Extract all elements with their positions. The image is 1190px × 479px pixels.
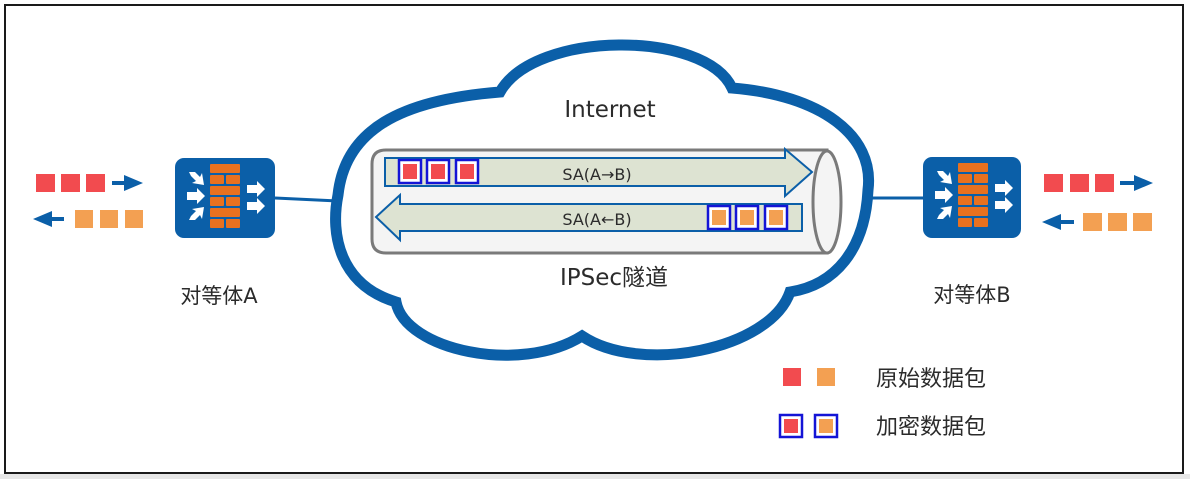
- original-packet: [1095, 174, 1114, 192]
- cloud-label: Internet: [564, 97, 655, 123]
- arrow-right-icon: [112, 175, 143, 191]
- original-packet: [100, 210, 118, 228]
- legend-item-original: 原始数据包: [783, 367, 986, 392]
- original-packet: [86, 174, 105, 192]
- packet-core: [403, 164, 417, 179]
- legend-swatch-core: [784, 419, 798, 433]
- tunnel-label: IPSec隧道: [560, 265, 668, 291]
- arrow-left-icon: [1042, 214, 1074, 230]
- tunnel-end: [811, 149, 843, 255]
- original-packet: [1133, 213, 1152, 231]
- packet-core: [712, 210, 726, 225]
- legend-label-encrypted: 加密数据包: [876, 415, 986, 440]
- packet-core: [431, 164, 445, 179]
- peer-b-firewall: [923, 157, 1021, 238]
- legend: 原始数据包 加密数据包: [778, 367, 986, 440]
- sa-reverse-arrow: [374, 192, 803, 243]
- peer-a-incoming-packets: [33, 210, 143, 228]
- inbound-arrows-icon: [935, 171, 953, 219]
- inbound-arrows-icon: [187, 172, 205, 220]
- bottom-strip: [0, 474, 1190, 479]
- original-packet: [1108, 213, 1127, 231]
- outbound-arrows-icon: [247, 181, 265, 214]
- original-packet: [1083, 213, 1102, 231]
- original-packet: [125, 210, 143, 228]
- ipsec-tunnel: SA(A→B) SA(A←B): [370, 146, 843, 255]
- packet-core: [769, 210, 783, 225]
- packet-core: [460, 164, 474, 179]
- peer-b-outgoing-packets: [1044, 174, 1153, 192]
- original-packet: [36, 174, 55, 192]
- legend-label-original: 原始数据包: [876, 367, 986, 392]
- legend-swatch-core: [819, 419, 833, 433]
- peer-b-label: 对等体B: [933, 283, 1010, 307]
- original-packet: [61, 174, 80, 192]
- peer-a-firewall: [175, 158, 275, 238]
- arrow-right-icon: [1120, 175, 1153, 191]
- sa-forward-arrow: [384, 146, 814, 199]
- brick-wall-icon: [210, 164, 240, 228]
- legend-swatch-red: [783, 368, 801, 386]
- sa-reverse-label: SA(A←B): [562, 210, 631, 229]
- original-packet: [1070, 174, 1089, 192]
- peer-a-outgoing-packets: [36, 174, 143, 192]
- original-packet: [1044, 174, 1063, 192]
- brick-wall-icon: [958, 163, 988, 227]
- outbound-arrows-icon: [995, 180, 1013, 213]
- sa-forward-label: SA(A→B): [562, 165, 631, 184]
- encrypted-packets-forward: [397, 158, 480, 185]
- legend-item-encrypted: 加密数据包: [778, 413, 986, 440]
- arrow-left-icon: [33, 211, 64, 227]
- peer-a-label: 对等体A: [180, 284, 258, 308]
- peer-b-incoming-packets: [1042, 213, 1152, 231]
- original-packet: [75, 210, 93, 228]
- packet-core: [740, 210, 754, 225]
- encrypted-packets-reverse: [706, 204, 789, 231]
- legend-swatch-orange: [817, 368, 835, 386]
